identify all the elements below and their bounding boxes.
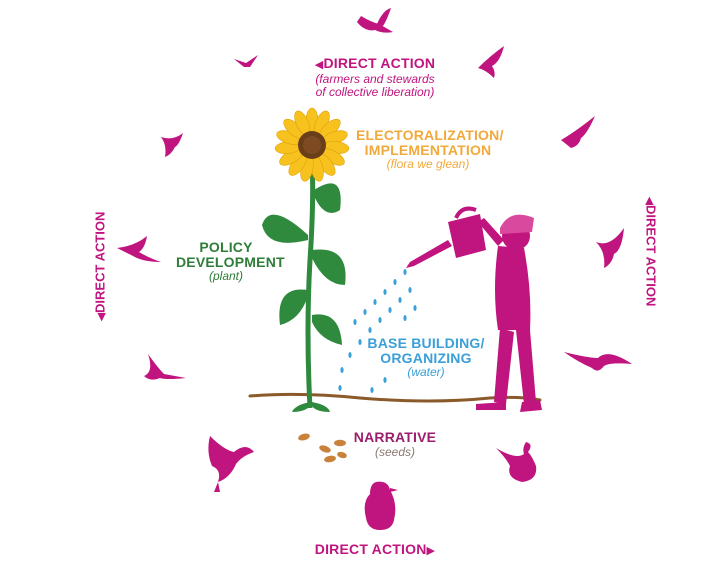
pelican-icon: [208, 436, 254, 492]
direct-action-left-label: ◀DIRECT ACTION: [93, 209, 108, 325]
left-arrow-icon: ◀: [643, 196, 656, 206]
direct-action-top-label: ◀DIRECT ACTION (farmers and stewards of …: [290, 56, 460, 99]
water-drops: [338, 269, 417, 393]
electoralization-sub: (flora we glean): [386, 157, 470, 172]
direct-action-top-sub-2: of collective liberation): [315, 85, 435, 100]
soil-line: [248, 392, 542, 403]
bird-icon: [357, 8, 393, 33]
right-arrow-icon: ▶: [426, 545, 436, 557]
bird-icon: [478, 46, 504, 78]
leaf-icon: [312, 314, 342, 345]
electoralization-label: ELECTORALIZATION/ IMPLEMENTATION (flora …: [356, 127, 504, 172]
duck-icon: [496, 442, 537, 482]
sunflower-icon: [274, 107, 350, 182]
electoralization-title-1: ELECTORALIZATION/: [356, 127, 504, 143]
direct-action-bottom-title: DIRECT ACTION: [314, 541, 427, 557]
base-title-1: BASE BUILDING/: [367, 335, 485, 351]
base-title-2: ORGANIZING: [380, 349, 472, 366]
narrative-sub: (seeds): [374, 444, 415, 459]
bird-icon: [561, 116, 595, 148]
leaf-icon: [312, 249, 346, 285]
direct-action-left-title: DIRECT ACTION: [92, 211, 108, 313]
leaf-icon: [262, 214, 308, 243]
bird-icon: [117, 236, 161, 262]
base-building-label: BASE BUILDING/ ORGANIZING (water): [364, 336, 488, 379]
seeds-icon: [298, 433, 347, 463]
gardener-figure-icon: [406, 206, 542, 412]
direct-action-top-title: DIRECT ACTION: [323, 55, 436, 71]
narrative-label: NARRATIVE (seeds): [350, 430, 440, 458]
policy-sub: (plant): [208, 269, 243, 284]
left-arrow-icon: ◀: [95, 312, 108, 322]
policy-title-2: DEVELOPMENT: [176, 253, 285, 270]
electoralization-title-2: IMPLEMENTATION: [364, 141, 492, 158]
leaf-icon: [279, 289, 308, 325]
base-sub: (water): [407, 365, 445, 380]
direct-action-right-label: ◀DIRECT ACTION: [644, 194, 659, 310]
bird-icon: [161, 133, 183, 157]
direct-action-right-title: DIRECT ACTION: [643, 205, 659, 307]
bird-icon: [144, 354, 186, 380]
leaf-icon: [314, 183, 341, 213]
left-arrow-icon: ◀: [314, 59, 324, 71]
leaf-icon: [292, 402, 310, 412]
direct-action-top-sub-1: (farmers and stewards: [315, 71, 435, 86]
policy-development-label: POLICY DEVELOPMENT (plant): [176, 239, 285, 284]
direct-action-bottom-label: DIRECT ACTION▶: [310, 542, 440, 558]
narrative-title: NARRATIVE: [353, 429, 437, 445]
bird-icon: [596, 228, 624, 268]
policy-title-1: POLICY: [199, 239, 253, 255]
bird-icon: [564, 352, 632, 371]
leaf-icon: [312, 402, 330, 412]
sunflower-stem: [305, 159, 316, 409]
bird-icon: [234, 55, 258, 67]
penguin-icon: [364, 481, 398, 530]
